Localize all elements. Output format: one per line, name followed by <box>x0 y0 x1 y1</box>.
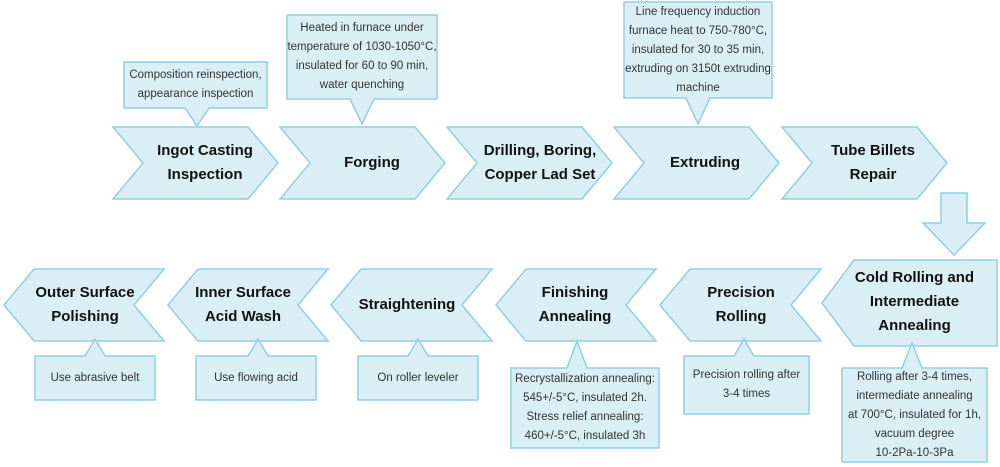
chevron-polishing <box>3 268 166 342</box>
callout-forging <box>286 14 438 126</box>
callout-extruding <box>623 1 773 126</box>
callout-cold-rolling <box>841 340 988 463</box>
down-arrow-icon <box>921 192 987 257</box>
callout-ingot <box>123 61 268 128</box>
chevron-precision <box>659 268 823 342</box>
callout-straightening <box>357 337 479 401</box>
chevron-cold-rolling <box>821 259 998 347</box>
chevron-forging <box>278 126 446 200</box>
callout-finishing <box>510 338 660 449</box>
chevron-acid-wash <box>167 268 330 342</box>
chevron-ingot <box>111 126 279 200</box>
chevron-extruding <box>612 126 780 200</box>
chevron-billets <box>780 126 948 200</box>
callout-precision <box>683 337 810 415</box>
callout-acid-wash <box>195 337 317 401</box>
chevron-straightening <box>330 268 494 342</box>
chevron-drilling <box>445 126 613 200</box>
callout-polishing <box>34 337 156 401</box>
chevron-finishing <box>495 268 658 342</box>
